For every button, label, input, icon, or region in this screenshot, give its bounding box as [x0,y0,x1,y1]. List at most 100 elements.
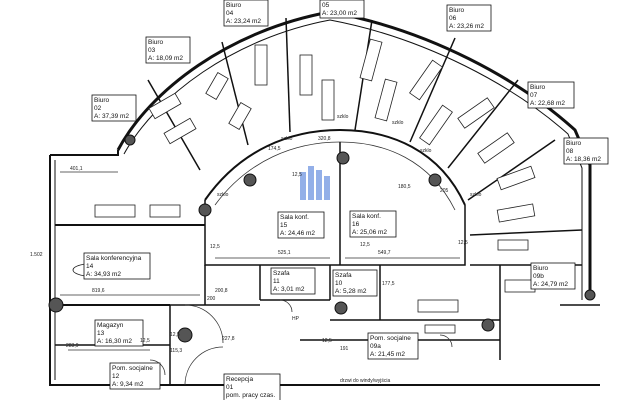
dimension-label: 205 [440,188,449,194]
room-label-line: A: 18,09 m2 [148,55,183,62]
room-label-line: Sala konf. [280,214,309,221]
room-label-line: A: 24,46 m2 [280,230,315,237]
room-label-line: 14 [86,263,94,270]
room-label-line: A: 23,26 m2 [449,23,484,30]
room-label-line: pom. pracy czas. [226,392,275,399]
room-label-line: Szafa [335,272,352,279]
dimension-label: szklo [470,192,482,198]
room-label-line: 05 [322,2,330,9]
room-label-line: A: 34,93 m2 [86,271,121,278]
room-label-box [270,267,316,295]
room-label-box [277,211,325,239]
room-label-box [527,81,575,109]
room-label-line: A: 3,01 m2 [273,286,305,293]
room-label-line: Sala konf. [352,213,381,220]
dimension-label: 320,8 [318,136,331,142]
room-label-line: A: 25,06 m2 [352,229,387,236]
dimension-label: 12,5 [292,172,302,178]
room-label-sala-konf-16: Sala konf.16A: 25,06 m2 [349,210,397,238]
hp-annotation: HP [292,316,300,322]
dimension-label: 227,8 [222,336,235,342]
dimension-label: 177,5 [382,281,395,287]
dimension-label: 12,5 [170,332,180,338]
room-label-line: Recepcja [226,376,253,383]
room-label-box [223,373,281,400]
dimension-label: 180,5 [398,184,411,190]
room-label-line: Biuro [94,97,110,104]
room-label-line: A: 24,79 m2 [533,281,568,288]
doors [149,299,453,386]
dimension-label: 283,9 [66,343,79,349]
room-label-line: 12 [112,373,120,380]
room-label-line: 08 [566,148,574,155]
room-label-line: A: 9,34 m2 [112,381,144,388]
dimension-label: szklo [281,136,293,142]
room-label-line: Magazyn [97,322,124,329]
dimension-label: szklo [420,148,432,154]
dimension-label: 1.502 [30,252,43,258]
room-label-line: A: 5,28 m2 [335,288,367,295]
room-label-line: 09a [370,343,381,350]
room-label-line: 10 [335,280,343,287]
dimension-label: 819,6 [92,288,105,294]
room-label-box [563,137,609,165]
dimension-label: 12,5 [322,338,332,344]
room-label-box [530,262,576,290]
room-label-line: 07 [530,92,538,99]
room-label-box [94,319,144,347]
room-label-line: 06 [449,15,457,22]
dimension-label: 174,5 [268,146,281,152]
exit-annotation: drzwi do windy/wyjścia [340,378,391,384]
room-label-box [446,4,492,32]
room-label-box [223,0,269,27]
room-label-box [367,332,419,360]
dimension-label: szklo [392,120,404,126]
office-desks [72,38,536,334]
dimension-label: 200,8 [215,288,228,294]
room-label-line: A: 21,45 m2 [370,351,405,358]
structural-columns [48,134,596,343]
dimension-label: 200 [207,296,216,302]
room-label-line: Biuro [530,84,546,91]
dimension-label: 191 [340,346,349,352]
dimension-label: 401,1 [70,166,83,172]
dimension-label: 525,1 [278,250,291,256]
room-label-line: A: 18,36 m2 [566,156,601,163]
dimension-texts: 401,1 525,1 549,7 819,6 200,8 12,5 200 283,9 227… [30,114,482,354]
room-label-box [332,269,378,297]
room-label-line: 03 [148,47,156,54]
room-label-line: 11 [273,278,280,285]
room-label-line: Biuro [449,7,465,14]
room-label-box [319,0,365,19]
dimension-label: 549,7 [378,250,391,256]
room-label-line: 16 [352,221,360,228]
dimension-label: 12,5 [360,242,370,248]
room-label-sala-konf-15: Sala konf.15A: 24,46 m2 [277,211,325,239]
room-label-line: A: 37,39 m2 [94,113,129,120]
room-label-biuro-05: 05A: 23,00 m2 [319,0,365,19]
room-label-line: A: 22,68 m2 [530,100,565,107]
room-label-line: Sala konferencyjna [86,255,142,262]
room-label-line: A: 23,24 m2 [226,18,261,25]
room-label-line: Biuro [566,140,582,147]
room-label-line: 01 [226,384,234,391]
room-label-line: 13 [97,330,105,337]
room-label-line: Biuro [533,265,549,272]
room-label-line: Biuro [226,2,242,9]
room-label-box [145,36,191,64]
dimension-lines [60,171,460,351]
